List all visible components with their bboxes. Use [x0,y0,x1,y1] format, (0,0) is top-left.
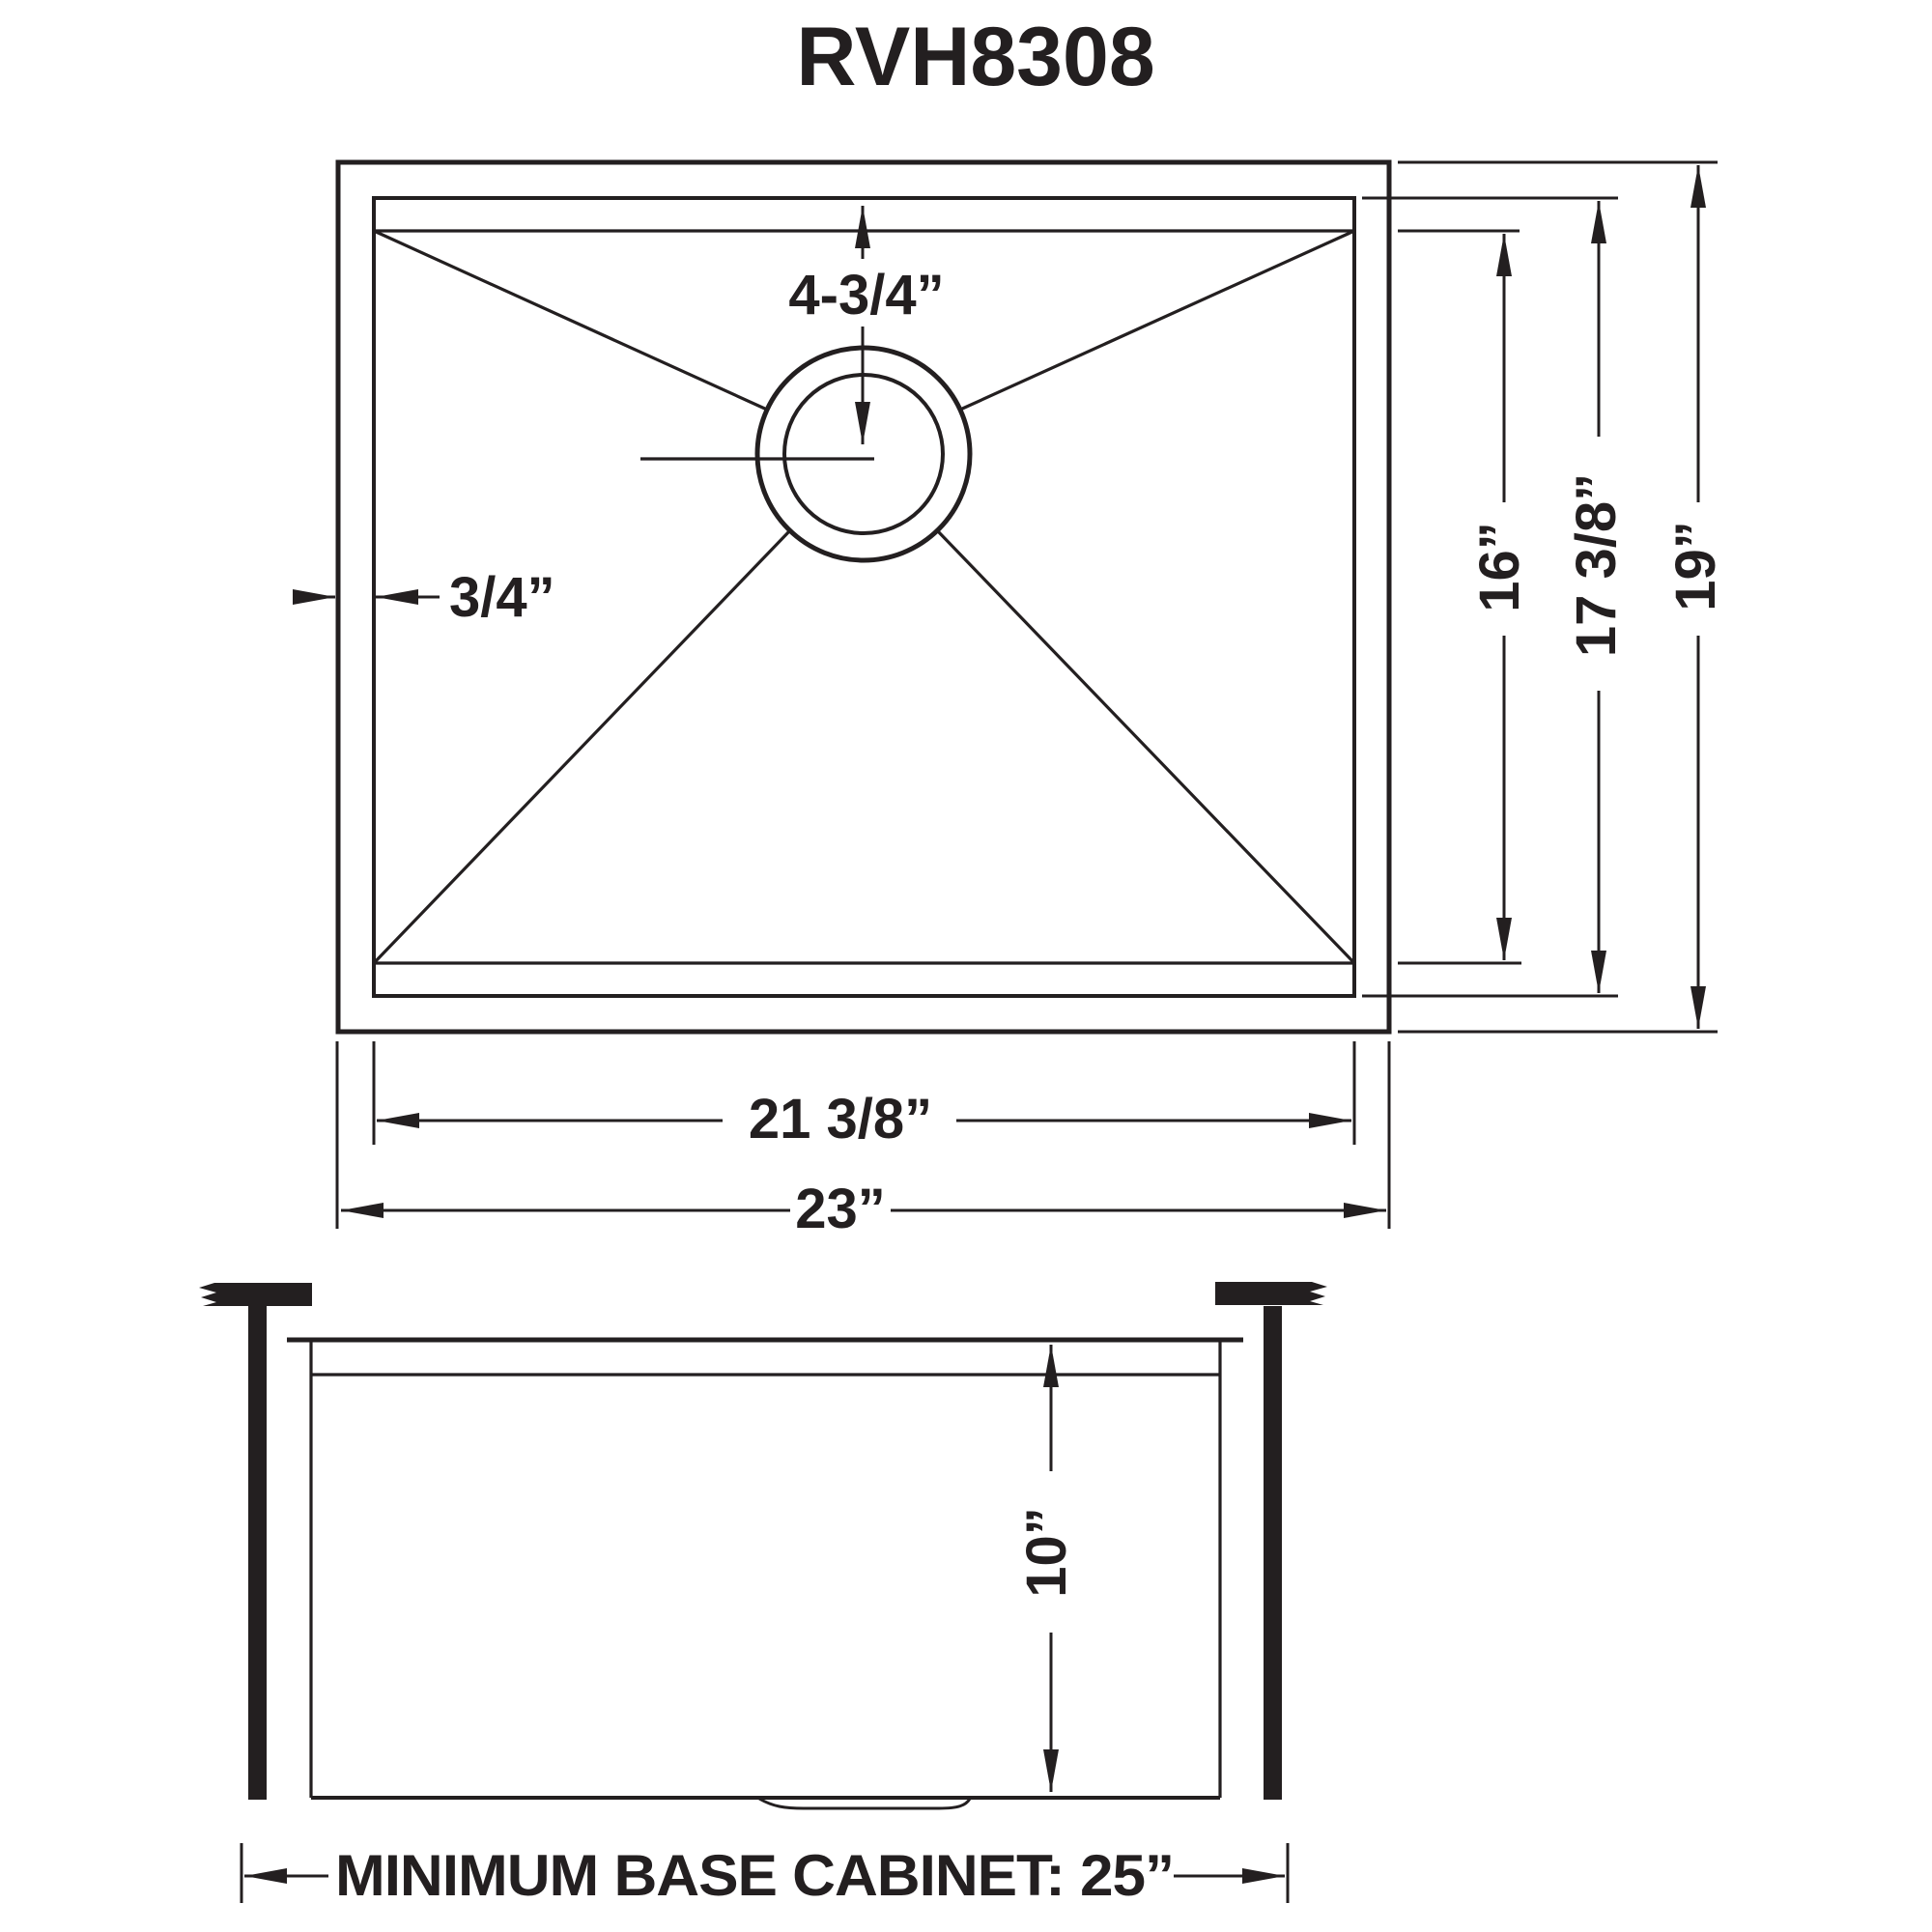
bottom-extension-lines [335,1041,1391,1229]
right-extension-lines [1362,160,1718,1034]
section-view: 10” MINIMUM BASE CABINET: 25” [199,1282,1327,1908]
dim-bowl-width: 21 3/8” [377,1088,1351,1151]
plan-view: 4-3/4” 3/4” 21 3/8” [293,159,1727,1240]
dim-rim-lip-label: 3/4” [449,566,555,629]
dim-min-base-cabinet-label: MINIMUM BASE CABINET: 25” [335,1843,1174,1908]
bowl-rim-edge [372,196,1356,998]
dim-drain-offset-label: 4-3/4” [788,264,944,327]
dim-inner-front-to-back-label: 17 3/8” [1565,473,1628,657]
sink-section-outline [287,1337,1243,1810]
dim-overall-front-to-back-label: 19” [1664,521,1727,611]
dim-bowl-front-to-back: 16” [1468,234,1531,960]
drain-fitting [758,1797,972,1810]
dim-inner-front-to-back: 17 3/8” [1565,201,1628,993]
model-number-title: RVH8308 [796,11,1154,103]
dim-drain-offset: 4-3/4” [788,206,945,444]
dim-bowl-depth-label: 10” [1015,1507,1078,1598]
countertop-right [1215,1282,1327,1305]
dim-bowl-width-label: 21 3/8” [749,1088,932,1151]
countertop-left [199,1283,312,1306]
dim-rim-lip: 3/4” [293,566,555,629]
dim-min-base-cabinet: MINIMUM BASE CABINET: 25” [240,1843,1290,1908]
cabinet-wall-left [248,1306,267,1800]
dim-overall-width: 23” [341,1178,1386,1240]
dim-bowl-depth: 10” [1015,1345,1078,1792]
bowl-slope-diagonals [372,229,1356,965]
cabinet-wall-right [1264,1306,1282,1800]
dim-bowl-front-to-back-label: 16” [1468,522,1531,612]
dim-overall-width-label: 23” [795,1178,886,1240]
sink-outer-edge [335,159,1392,1035]
dim-overall-front-to-back: 19” [1664,165,1727,1029]
